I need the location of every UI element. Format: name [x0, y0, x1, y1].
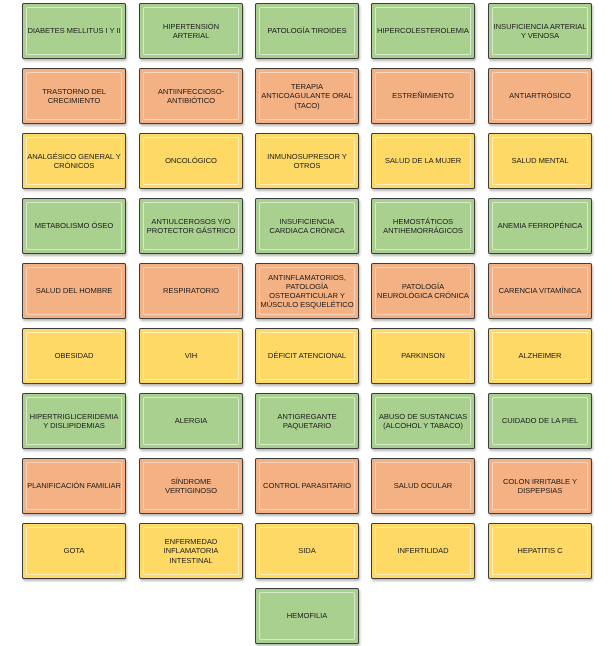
category-tile: TRASTORNO DEL CRECIMIENTO: [22, 68, 126, 124]
category-label: SALUD MENTAL: [511, 156, 569, 166]
category-tile: HIPERTENSIÓN ARTERIAL: [139, 3, 243, 59]
category-label: INMUNOSUPRESOR Y OTROS: [267, 151, 347, 170]
category-tile: CONTROL PARASITARIO: [255, 458, 359, 514]
category-tile: METABOLISMO ÓSEO: [22, 198, 126, 254]
category-label: HEMOSTÁTICOS ANTIHEMORRÁGICOS: [383, 216, 463, 235]
category-label: ALZHEIMER: [518, 351, 562, 361]
category-label: HIPERTENSIÓN ARTERIAL: [162, 21, 220, 40]
category-label: DÉFICIT ATENCIONAL: [267, 351, 347, 361]
category-label: TRASTORNO DEL CRECIMIENTO: [42, 86, 106, 105]
category-label: ANTIARTRÓSICO: [509, 91, 571, 101]
category-tile: ANTIULCEROSOS Y/O PROTECTOR GÁSTRICO: [139, 198, 243, 254]
category-label: PLANIFICACIÓN FAMILIAR: [27, 481, 121, 491]
category-label: PATOLOGÍA NEUROLÓGICA CRÓNICA: [377, 281, 469, 300]
category-label: VIH: [184, 351, 198, 361]
category-label: SÍNDROME VERTIGINOSO: [164, 476, 218, 495]
category-label: HEPATITIS C: [517, 546, 563, 556]
category-tile: ESTREÑIMIENTO: [371, 68, 475, 124]
category-tile: HEMOSTÁTICOS ANTIHEMORRÁGICOS: [371, 198, 475, 254]
category-tile: VIH: [139, 328, 243, 384]
category-label: RESPIRATORIO: [162, 286, 220, 296]
category-tile: SÍNDROME VERTIGINOSO: [139, 458, 243, 514]
category-label: SALUD OCULAR: [393, 481, 453, 491]
category-label: ANTIGREGANTE PAQUETARIO: [277, 411, 337, 430]
category-tile: DÉFICIT ATENCIONAL: [255, 328, 359, 384]
category-tile: HEMOFILIA: [255, 588, 359, 644]
category-tile: OBESIDAD: [22, 328, 126, 384]
category-label: CARENCIA VITAMÍNICA: [498, 286, 582, 296]
category-tile: ANTIINFECCIOSO-ANTIBIÓTICO: [139, 68, 243, 124]
category-label: ANTINFLAMATORIOS, PATOLOGÍA OSTEOARTICUL…: [260, 272, 354, 310]
category-tile: CARENCIA VITAMÍNICA: [488, 263, 592, 319]
category-tile: ABUSO DE SUSTANCIAS (ALCOHOL Y TABACO): [371, 393, 475, 449]
category-tile: ANEMIA FERROPÉNICA: [488, 198, 592, 254]
category-label: ANALGÉSICO GENERAL Y CRÓNICOS: [27, 151, 121, 170]
category-label: PARKINSON: [401, 351, 445, 361]
category-label: TERAPIA ANTICOAGULANTE ORAL (TACO): [261, 82, 353, 110]
category-tile: INFERTILIDAD: [371, 523, 475, 579]
category-tile: SALUD MENTAL: [488, 133, 592, 189]
category-label: ABUSO DE SUSTANCIAS (ALCOHOL Y TABACO): [378, 411, 468, 430]
category-label: ANEMIA FERROPÉNICA: [497, 221, 583, 231]
category-label: METABOLISMO ÓSEO: [34, 221, 114, 231]
category-tile: TERAPIA ANTICOAGULANTE ORAL (TACO): [255, 68, 359, 124]
category-tile: SALUD OCULAR: [371, 458, 475, 514]
category-tile: HIPERTRIGLICERIDEMIA Y DISLIPIDEMIAS: [22, 393, 126, 449]
category-tile: PLANIFICACIÓN FAMILIAR: [22, 458, 126, 514]
category-label: HIPERTRIGLICERIDEMIA Y DISLIPIDEMIAS: [29, 411, 119, 430]
category-tile: HEPATITIS C: [488, 523, 592, 579]
category-tile: ALZHEIMER: [488, 328, 592, 384]
category-tile: DIABETES MELLITUS I Y II: [22, 3, 126, 59]
category-tile: CUIDADO DE LA PIEL: [488, 393, 592, 449]
category-label: INFERTILIDAD: [397, 546, 449, 556]
category-tile: SALUD DE LA MUJER: [371, 133, 475, 189]
category-tile: ALERGIA: [139, 393, 243, 449]
category-label: SALUD DEL HOMBRE: [35, 286, 113, 296]
category-label: CUIDADO DE LA PIEL: [501, 416, 579, 426]
category-tile: ONCOLÓGICO: [139, 133, 243, 189]
category-label: OBESIDAD: [54, 351, 94, 361]
category-label: ENFERMEDAD INFLAMATORIA INTESTINAL: [163, 537, 219, 565]
category-tile: COLON IRRITABLE Y DISPEPSIAS: [488, 458, 592, 514]
category-tile: PARKINSON: [371, 328, 475, 384]
category-tile: HIPERCOLESTEROLEMIA: [371, 3, 475, 59]
category-label: ESTREÑIMIENTO: [392, 91, 454, 101]
category-tile: GOTA: [22, 523, 126, 579]
category-tile: INSUFICIENCIA CARDIACA CRÓNICA: [255, 198, 359, 254]
category-label: CONTROL PARASITARIO: [263, 481, 351, 491]
category-tile: ANTIGREGANTE PAQUETARIO: [255, 393, 359, 449]
category-tile: RESPIRATORIO: [139, 263, 243, 319]
category-label: INSUFICIENCIA ARTERIAL Y VENOSA: [493, 21, 587, 40]
category-label: GOTA: [63, 546, 85, 556]
category-label: ANTIINFECCIOSO-ANTIBIÓTICO: [157, 86, 225, 105]
category-tile: SIDA: [255, 523, 359, 579]
category-tile: SALUD DEL HOMBRE: [22, 263, 126, 319]
category-tile: ANTINFLAMATORIOS, PATOLOGÍA OSTEOARTICUL…: [255, 263, 359, 319]
category-tile: ANTIARTRÓSICO: [488, 68, 592, 124]
category-tile: ENFERMEDAD INFLAMATORIA INTESTINAL: [139, 523, 243, 579]
category-label: INSUFICIENCIA CARDIACA CRÓNICA: [269, 216, 345, 235]
category-tile: PATOLOGÍA TIROIDES: [255, 3, 359, 59]
category-label: HEMOFILIA: [286, 611, 328, 621]
category-label: SIDA: [298, 546, 316, 556]
category-label: ALERGIA: [174, 416, 208, 426]
category-label: SALUD DE LA MUJER: [384, 156, 462, 166]
category-label: PATOLOGÍA TIROIDES: [267, 26, 347, 36]
category-label: COLON IRRITABLE Y DISPEPSIAS: [503, 476, 577, 495]
category-label: ONCOLÓGICO: [165, 156, 217, 166]
category-label: DIABETES MELLITUS I Y II: [27, 26, 121, 36]
category-tile: INSUFICIENCIA ARTERIAL Y VENOSA: [488, 3, 592, 59]
category-tile: PATOLOGÍA NEUROLÓGICA CRÓNICA: [371, 263, 475, 319]
category-label: ANTIULCEROSOS Y/O PROTECTOR GÁSTRICO: [146, 216, 236, 235]
category-tile: INMUNOSUPRESOR Y OTROS: [255, 133, 359, 189]
category-label: HIPERCOLESTEROLEMIA: [377, 26, 469, 36]
category-tile: ANALGÉSICO GENERAL Y CRÓNICOS: [22, 133, 126, 189]
